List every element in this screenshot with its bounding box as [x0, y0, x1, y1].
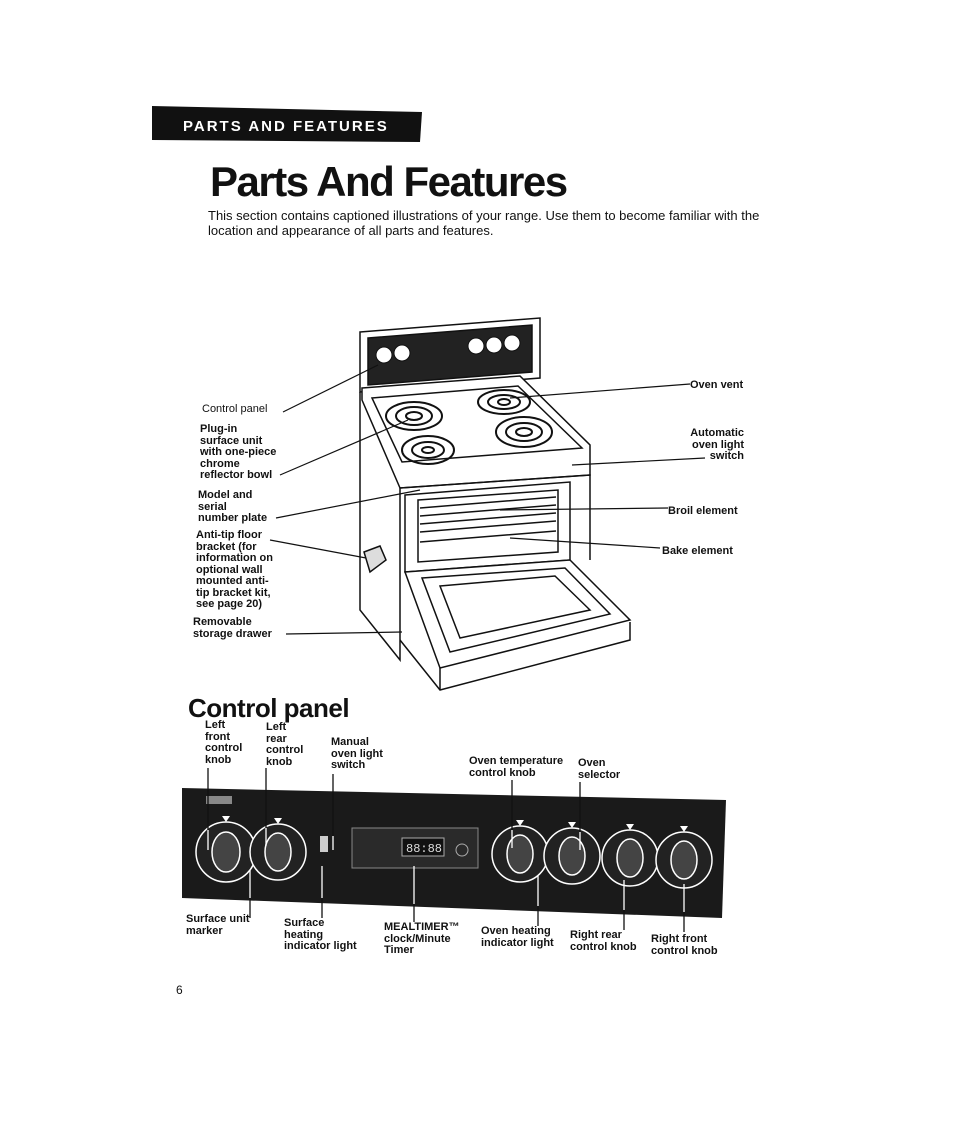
clock-display-digits: 88:88 — [406, 842, 442, 856]
page-number: 6 — [176, 983, 183, 997]
label-right-rear-knob: Right rear control knob — [570, 929, 637, 953]
label-left-front-knob: Left front control knob — [205, 719, 243, 766]
label-right-front-knob: Right front control knob — [651, 933, 718, 957]
intro-paragraph: This section contains captioned illustra… — [208, 208, 760, 238]
label-oven-selector: Oven selector — [578, 757, 621, 781]
label-control-panel: Control panel — [202, 403, 268, 415]
label-surface-unit-marker: Surface unit marker — [186, 913, 250, 937]
label-surface-indicator: Surface heating indicator light — [284, 917, 357, 952]
label-storage-drawer: Removable storage drawer — [193, 616, 272, 640]
label-oven-light-switch: Automatic oven light switch — [690, 427, 744, 462]
label-plug-in-surface-unit: Plug-in surface unit with one-piece chro… — [200, 423, 277, 481]
label-manual-light-switch: Manual oven light switch — [331, 736, 383, 771]
label-oven-heating-light: Oven heating indicator light — [481, 925, 554, 949]
label-left-rear-knob: Left rear control knob — [266, 721, 304, 768]
label-model-serial-plate: Model and serial number plate — [198, 489, 268, 524]
label-anti-tip-bracket: Anti-tip floor bracket (for information … — [196, 529, 273, 610]
control-panel-heading: Control panel — [188, 693, 350, 723]
label-oven-temp-knob: Oven temperature control knob — [469, 755, 564, 779]
section-tab: PARTS AND FEATURES — [183, 118, 389, 135]
label-bake-element: Bake element — [662, 545, 733, 557]
label-mealtimer: MEALTIMER™ clock/Minute Timer — [384, 921, 460, 956]
page-title: Parts And Features — [210, 158, 568, 205]
label-broil-element: Broil element — [668, 505, 738, 517]
label-oven-vent: Oven vent — [690, 379, 744, 391]
